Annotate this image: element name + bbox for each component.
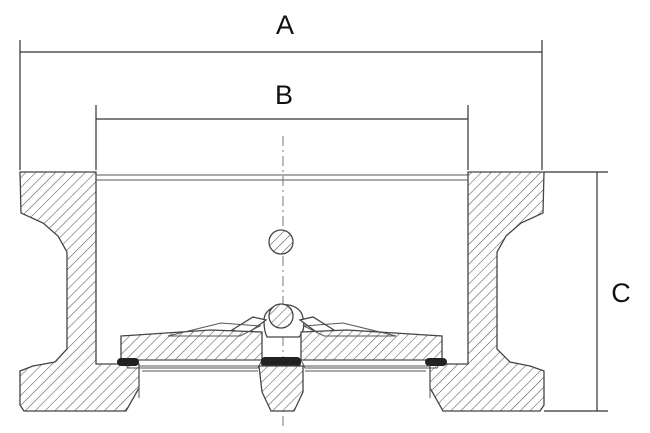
upper-pin-section <box>268 229 294 255</box>
center-support-rib <box>258 365 304 412</box>
right-seat-seal <box>425 358 447 366</box>
left-disc-rib <box>167 322 262 337</box>
dimension-c-label: C <box>611 278 631 308</box>
seat-ring-outline <box>138 365 431 398</box>
left-disc-plate <box>120 329 263 361</box>
right-body-section <box>429 171 545 412</box>
dimension-a: A <box>19 10 543 170</box>
upper-pin <box>268 229 294 255</box>
left-disc-face <box>121 359 263 369</box>
seat-and-seal <box>117 357 447 412</box>
right-disc-face <box>300 359 443 369</box>
center-seat-seal <box>261 357 301 367</box>
dimension-b: B <box>95 80 469 170</box>
disc-assembly <box>120 322 443 369</box>
dimension-c: C <box>544 171 631 412</box>
dimension-b-label: B <box>275 80 293 110</box>
hinge-pin-section <box>268 303 294 329</box>
right-disc-plate <box>300 329 443 361</box>
left-body-section <box>19 171 140 412</box>
left-seat-seal <box>117 358 139 366</box>
right-disc-rib <box>302 322 397 337</box>
dimension-a-label: A <box>276 10 294 40</box>
